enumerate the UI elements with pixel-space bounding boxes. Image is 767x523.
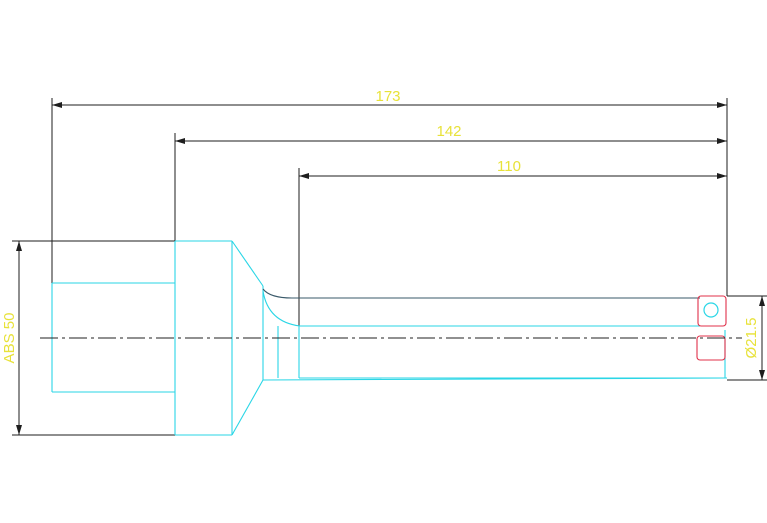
extension-lines bbox=[12, 98, 767, 436]
dim-text-173: 173 bbox=[375, 88, 400, 105]
dim-text-abs50: ABS 50 bbox=[1, 313, 18, 364]
cutting-inserts bbox=[696, 295, 727, 361]
insert-bottom bbox=[696, 335, 726, 361]
dimension-lines bbox=[16, 102, 765, 435]
tool-body bbox=[51, 240, 728, 436]
insert-screw-icon bbox=[703, 302, 719, 318]
insert-top bbox=[697, 295, 727, 327]
dim-text-diameter: Ø21.5 bbox=[743, 318, 760, 359]
dim-text-142: 142 bbox=[436, 123, 461, 140]
dim-text-110: 110 bbox=[497, 158, 521, 175]
